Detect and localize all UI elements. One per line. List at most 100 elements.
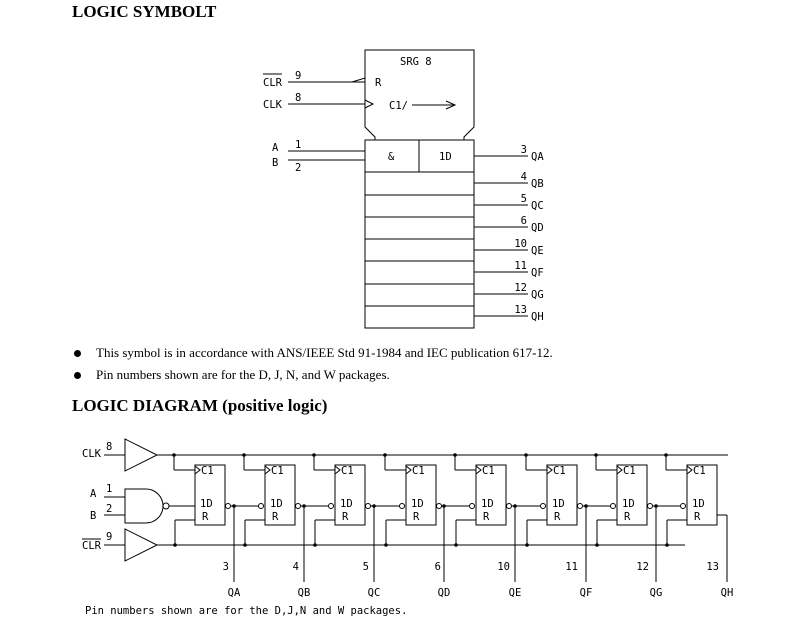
junction-dot: [302, 504, 306, 508]
output-bubble: [365, 503, 371, 509]
data-label: 1D: [439, 151, 452, 163]
diagram-output-pin: 12: [636, 561, 649, 573]
ff-clock-label: C1: [482, 465, 495, 477]
clk-dynamic-indicator: [364, 99, 375, 109]
diagram-output-pin: 11: [565, 561, 578, 573]
note-text: Pin numbers shown are for the D, J, N, a…: [96, 367, 390, 382]
clr-polarity-flag: [351, 77, 366, 83]
symbol-output-qe: QE: [531, 245, 544, 257]
diagram-a-pin: 1: [106, 483, 112, 495]
diagram-output-qg: QG: [650, 587, 663, 599]
output-bubble: [647, 503, 653, 509]
ff-reset-label: R: [554, 511, 561, 523]
diagram-output-qh: QH: [721, 587, 734, 599]
input-bubble: [680, 503, 686, 509]
diagram-output-pin: 6: [435, 561, 441, 573]
junction-dot: [242, 453, 246, 457]
note-item: This symbol is in accordance with ANS/IE…: [72, 344, 553, 366]
ff-reset-label: R: [483, 511, 490, 523]
symbol-output-qf: QF: [531, 267, 544, 279]
input-b-name: B: [272, 157, 278, 169]
input-bubble: [399, 503, 405, 509]
symbol-output-qh: QH: [531, 311, 544, 323]
flip-flop: [686, 464, 718, 526]
ff-reset-label: R: [413, 511, 420, 523]
junction-dot: [595, 543, 599, 547]
ff-data-label: 1D: [340, 498, 353, 510]
junction-dot: [243, 543, 247, 547]
input-a-name: A: [272, 142, 279, 154]
ff-reset-label: R: [624, 511, 631, 523]
junction-dot: [384, 543, 388, 547]
input-clr-pin: 9: [295, 70, 301, 82]
diagram-output-pin: 13: [706, 561, 719, 573]
diagram-output-qd: QD: [438, 587, 451, 599]
ff-clock-label: C1: [693, 465, 706, 477]
diagram-output-qc: QC: [368, 587, 381, 599]
junction-dot: [372, 504, 376, 508]
ff-data-label: 1D: [622, 498, 635, 510]
flip-flop: [475, 464, 507, 526]
ff-data-label: 1D: [270, 498, 283, 510]
flip-flop: [405, 464, 437, 526]
diagram-output-qe: QE: [509, 587, 522, 599]
input-clk-pin: 8: [295, 92, 301, 104]
logic-diagram-heading: LOGIC DIAGRAM (positive logic): [72, 396, 328, 415]
ff-reset-label: R: [342, 511, 349, 523]
logic-symbol-heading: LOGIC SYMBOLT: [72, 2, 217, 21]
ff-data-label: 1D: [200, 498, 213, 510]
output-bubble: [225, 503, 231, 509]
junction-dot: [654, 504, 658, 508]
diagram-output-pin: 3: [223, 561, 229, 573]
diagram-clk-pin: 8: [106, 441, 112, 453]
flip-flop: [334, 464, 366, 526]
input-clk-name: CLK: [263, 99, 283, 111]
junction-dot: [594, 453, 598, 457]
diagram-output-qb: QB: [298, 587, 311, 599]
diagram-clr-name: CLR: [82, 540, 102, 552]
junction-dot: [383, 453, 387, 457]
diagram-output-pin: 10: [497, 561, 510, 573]
symbol-output-pin: 3: [521, 144, 527, 156]
output-bubble: [506, 503, 512, 509]
symbol-output-qg: QG: [531, 289, 544, 301]
input-b-pin: 2: [295, 162, 301, 174]
bullet-icon: [74, 350, 81, 357]
symbol-output-pin: 4: [521, 171, 527, 183]
diagram-b-pin: 2: [106, 503, 112, 515]
ff-reset-label: R: [202, 511, 209, 523]
output-bubble: [295, 503, 301, 509]
junction-dot: [172, 453, 176, 457]
ff-data-label: 1D: [692, 498, 705, 510]
output-bubble: [577, 503, 583, 509]
logic-symbol: SRG 8 R C1/ & 1D CLR 9 CLK 8 A 1 B 2 3QA…: [263, 49, 544, 329]
and-label: &: [388, 151, 395, 163]
ff-clock-label: C1: [341, 465, 354, 477]
clock-input-indicator: [616, 465, 623, 475]
input-bubble: [328, 503, 334, 509]
symbol-output-pin: 6: [521, 215, 527, 227]
junction-dot: [232, 504, 236, 508]
flip-flop: [194, 464, 226, 526]
input-clr-name: CLR: [263, 77, 283, 89]
ff-clock-label: C1: [271, 465, 284, 477]
input-a-pin: 1: [295, 139, 301, 151]
junction-dot: [525, 543, 529, 547]
flip-flop: [546, 464, 578, 526]
nand-gate: [124, 488, 164, 524]
ff-clock-label: C1: [623, 465, 636, 477]
output-bubble: [436, 503, 442, 509]
ff-reset-label: R: [694, 511, 701, 523]
clock-input-indicator: [264, 465, 271, 475]
diagram-clk-name: CLK: [82, 448, 102, 460]
input-bubble: [610, 503, 616, 509]
input-bubble: [540, 503, 546, 509]
nand-bubble: [162, 502, 170, 510]
junction-dot: [313, 543, 317, 547]
clock-input-indicator: [334, 465, 341, 475]
clk-buffer: [124, 438, 159, 472]
notes-list: This symbol is in accordance with ANS/IE…: [72, 344, 553, 388]
diagram-clr-pin: 9: [106, 531, 112, 543]
junction-dot: [524, 453, 528, 457]
